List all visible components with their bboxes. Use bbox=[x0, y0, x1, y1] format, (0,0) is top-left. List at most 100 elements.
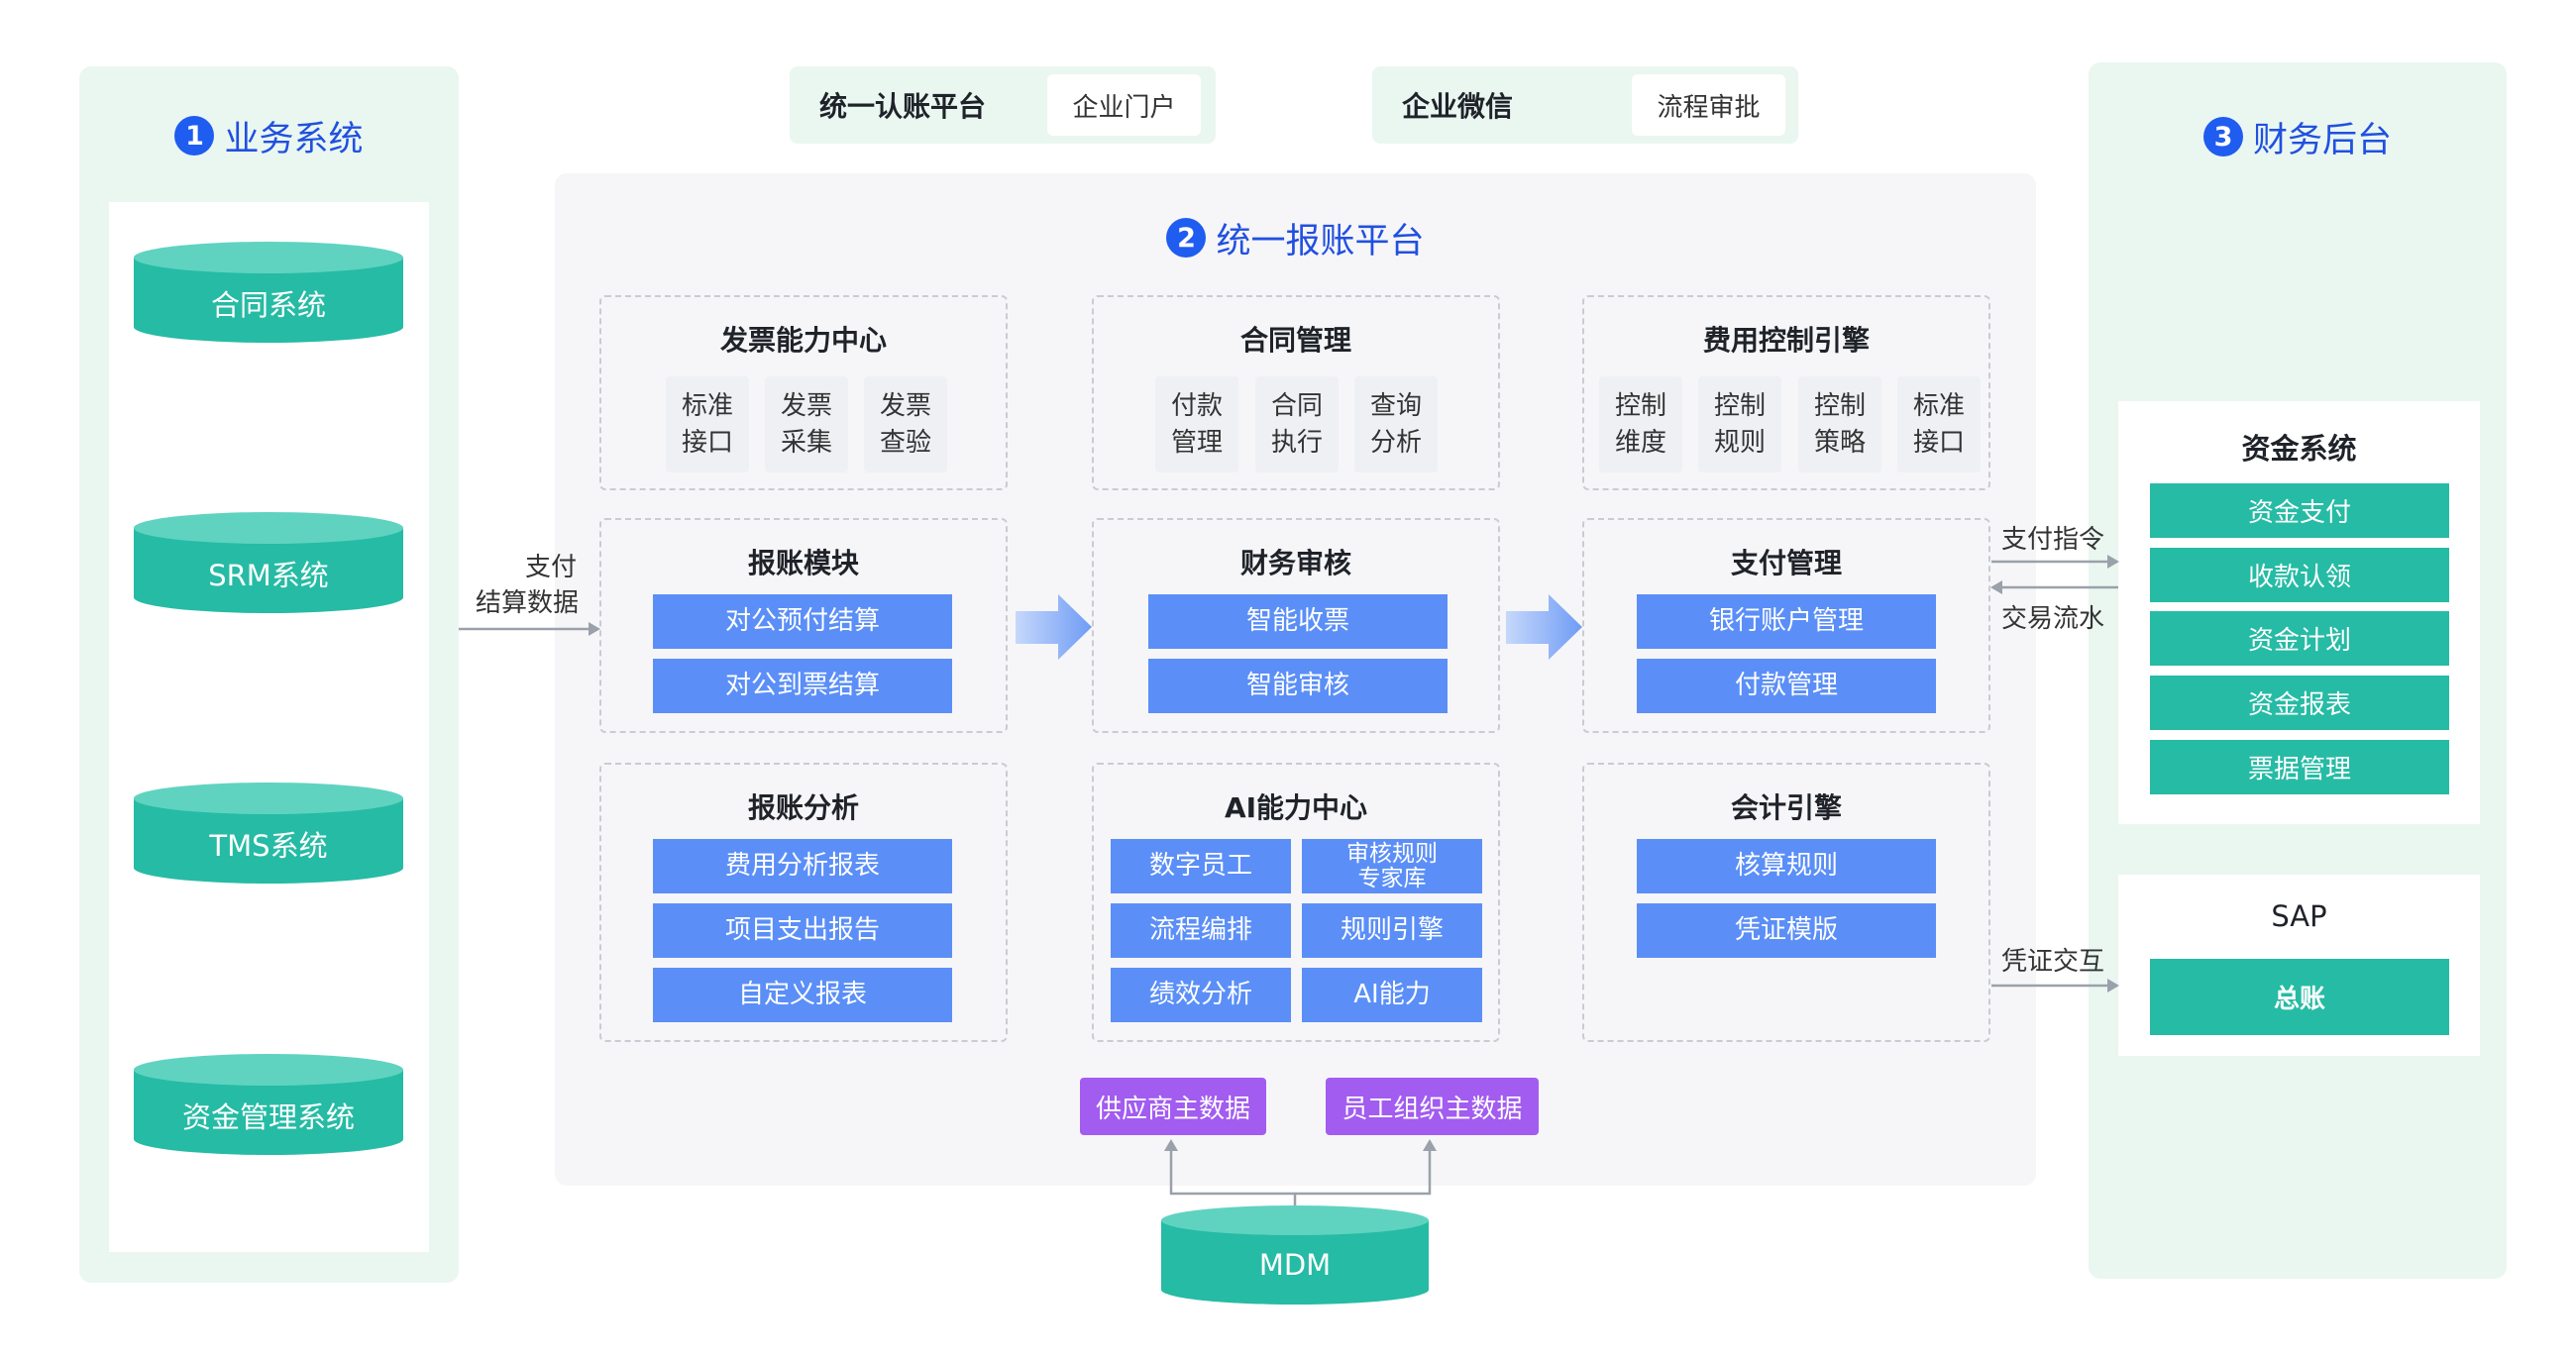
section-number-3: 3 bbox=[2202, 117, 2243, 157]
reimbursement-title: 报账模块 bbox=[747, 547, 859, 579]
fund-system-panel: 资金系统 资金支付 收款认领 资金计划 资金报表 票据管理 bbox=[2118, 401, 2480, 824]
cylinder-srm-system[interactable] bbox=[134, 512, 403, 613]
analysis-item-project-report[interactable]: 项目支出报告 bbox=[653, 903, 952, 958]
arrow-head-settle bbox=[589, 622, 600, 636]
module-invoice-center: 发票能力中心 标准 接口 发票 采集 发票 查验 bbox=[599, 295, 1008, 490]
reimburse-item-prepay[interactable]: 对公预付结算 bbox=[653, 594, 952, 649]
ai-item-performance[interactable]: 绩效分析 bbox=[1111, 968, 1291, 1022]
payment-item-bank[interactable]: 银行账户管理 bbox=[1637, 594, 1936, 649]
mdm-label: MDM bbox=[1258, 1248, 1332, 1282]
enterprise-portal-chip[interactable]: 企业门户 bbox=[1047, 74, 1201, 136]
fund-item-payment[interactable]: 资金支付 bbox=[2150, 483, 2449, 538]
module-finance-audit: 财务审核 智能收票 智能审核 bbox=[1092, 518, 1500, 733]
flow-arrow-2 bbox=[1506, 594, 1582, 660]
unified-confirm-platform-label: 统一认账平台 bbox=[819, 90, 987, 123]
accounting-item-voucher[interactable]: 凭证模版 bbox=[1637, 903, 1936, 958]
arrow-head-voucher bbox=[2107, 979, 2119, 993]
module-reimbursement: 报账模块 对公预付结算 对公到票结算 bbox=[599, 518, 1008, 733]
cost-chip-rules[interactable]: 控制 规则 bbox=[1698, 376, 1781, 472]
cost-control-title: 费用控制引擎 bbox=[1702, 324, 1870, 357]
cost-chip-dimension[interactable]: 控制 维度 bbox=[1599, 376, 1682, 472]
platform-title: 2 统一报账平台 bbox=[555, 208, 2036, 267]
module-reimburse-analysis: 报账分析 费用分析报表 项目支出报告 自定义报表 bbox=[599, 763, 1008, 1042]
enterprise-wechat[interactable]: 企业微信 流程审批 bbox=[1372, 66, 1798, 144]
label-settle-data: 结算数据 bbox=[476, 588, 580, 618]
fund-mgmt-system-label: 资金管理系统 bbox=[181, 1100, 355, 1134]
contract-chip-execute[interactable]: 合同 执行 bbox=[1255, 376, 1339, 472]
fund-system-title: 资金系统 bbox=[2241, 432, 2357, 466]
reimburse-analysis-title: 报账分析 bbox=[747, 791, 859, 824]
section-number-1: 1 bbox=[174, 116, 215, 156]
audit-item-review[interactable]: 智能审核 bbox=[1148, 659, 1448, 713]
srm-system-label: SRM系统 bbox=[208, 559, 329, 592]
reimburse-item-invoice[interactable]: 对公到票结算 bbox=[653, 659, 952, 713]
fund-item-plan[interactable]: 资金计划 bbox=[2150, 611, 2449, 666]
analysis-item-custom-report[interactable]: 自定义报表 bbox=[653, 968, 952, 1022]
unified-confirm-platform[interactable]: 统一认账平台 企业门户 bbox=[790, 66, 1216, 144]
business-systems-title: 1 业务系统 bbox=[79, 106, 459, 165]
label-transaction-flow: 交易流水 bbox=[2001, 604, 2105, 634]
cylinder-mdm[interactable] bbox=[1161, 1205, 1429, 1305]
module-ai-center: AI能力中心 数字员工 审核规则 专家库 流程编排 规则引擎 绩效分析 AI能力 bbox=[1092, 763, 1500, 1042]
cylinder-label-1: 合同系统 bbox=[134, 282, 403, 322]
cylinder-contract-system[interactable] bbox=[134, 242, 403, 343]
section-number-2: 2 bbox=[1166, 218, 1207, 258]
invoice-chip-std-api[interactable]: 标准 接口 bbox=[666, 376, 749, 472]
fund-item-report[interactable]: 资金报表 bbox=[2150, 676, 2449, 730]
invoice-chip-collect[interactable]: 发票 采集 bbox=[765, 376, 848, 472]
platform-title-label: 统一报账平台 bbox=[1216, 221, 1425, 261]
fund-item-bill[interactable]: 票据管理 bbox=[2150, 740, 2449, 794]
fund-item-receipt[interactable]: 收款认领 bbox=[2150, 548, 2449, 602]
module-cost-control: 费用控制引擎 控制 维度 控制 规则 控制 策略 标准 接口 bbox=[1582, 295, 1990, 490]
ai-item-ai-ability[interactable]: AI能力 bbox=[1302, 968, 1482, 1022]
accounting-engine-title: 会计引擎 bbox=[1730, 791, 1842, 824]
invoice-center-title: 发票能力中心 bbox=[719, 324, 887, 357]
mdm-label-wrap: MDM bbox=[1161, 1248, 1429, 1288]
label-pay-command: 支付指令 bbox=[2001, 525, 2105, 555]
ai-item-rule-expert[interactable]: 审核规则 专家库 bbox=[1302, 839, 1482, 893]
finance-backend-title: 3 财务后台 bbox=[2089, 107, 2507, 166]
sap-panel: SAP 总账 bbox=[2118, 875, 2480, 1056]
payment-mgmt-title: 支付管理 bbox=[1730, 547, 1842, 579]
audit-item-receive[interactable]: 智能收票 bbox=[1148, 594, 1448, 649]
module-payment-mgmt: 支付管理 银行账户管理 付款管理 bbox=[1582, 518, 1990, 733]
employee-org-master-data[interactable]: 员工组织主数据 bbox=[1326, 1078, 1539, 1135]
ai-item-orchestration[interactable]: 流程编排 bbox=[1111, 903, 1291, 958]
sap-item-ledger[interactable]: 总账 bbox=[2150, 959, 2449, 1035]
contract-chip-query[interactable]: 查询 分析 bbox=[1354, 376, 1438, 472]
flow-arrow-1 bbox=[1016, 594, 1092, 660]
ai-center-title: AI能力中心 bbox=[1224, 791, 1368, 824]
business-systems-label: 业务系统 bbox=[224, 119, 364, 159]
cylinder-label-4: 资金管理系统 bbox=[134, 1095, 403, 1134]
supplier-master-data[interactable]: 供应商主数据 bbox=[1080, 1078, 1266, 1135]
contract-chip-payment[interactable]: 付款 管理 bbox=[1155, 376, 1238, 472]
sap-title: SAP bbox=[2271, 899, 2327, 933]
label-voucher-exchange: 凭证交互 bbox=[2001, 947, 2105, 977]
cost-chip-strategy[interactable]: 控制 策略 bbox=[1798, 376, 1881, 472]
approval-flow-chip[interactable]: 流程审批 bbox=[1632, 74, 1785, 136]
invoice-chip-verify[interactable]: 发票 查验 bbox=[864, 376, 947, 472]
module-accounting-engine: 会计引擎 核算规则 凭证模版 bbox=[1582, 763, 1990, 1042]
finance-audit-title: 财务审核 bbox=[1239, 547, 1351, 579]
contract-mgmt-title: 合同管理 bbox=[1239, 324, 1351, 357]
ai-item-rule-engine[interactable]: 规则引擎 bbox=[1302, 903, 1482, 958]
enterprise-wechat-label: 企业微信 bbox=[1402, 90, 1514, 123]
cylinder-tms-system[interactable] bbox=[134, 783, 403, 884]
arrow-head-flow bbox=[1990, 580, 2002, 594]
analysis-item-cost-report[interactable]: 费用分析报表 bbox=[653, 839, 952, 893]
accounting-item-rules[interactable]: 核算规则 bbox=[1637, 839, 1936, 893]
tms-system-label: TMS系统 bbox=[209, 829, 328, 863]
ai-item-digital-staff[interactable]: 数字员工 bbox=[1111, 839, 1291, 893]
cylinder-fund-mgmt-system[interactable] bbox=[134, 1054, 403, 1155]
finance-backend-label: 财务后台 bbox=[2252, 120, 2392, 160]
cost-chip-std-api[interactable]: 标准 接口 bbox=[1897, 376, 1981, 472]
cylinder-label-3: TMS系统 bbox=[134, 823, 403, 863]
module-contract-mgmt: 合同管理 付款 管理 合同 执行 查询 分析 bbox=[1092, 295, 1500, 490]
cylinder-label-2: SRM系统 bbox=[134, 553, 403, 592]
payment-item-pay[interactable]: 付款管理 bbox=[1637, 659, 1936, 713]
label-settle-pay: 支付 bbox=[525, 553, 578, 582]
